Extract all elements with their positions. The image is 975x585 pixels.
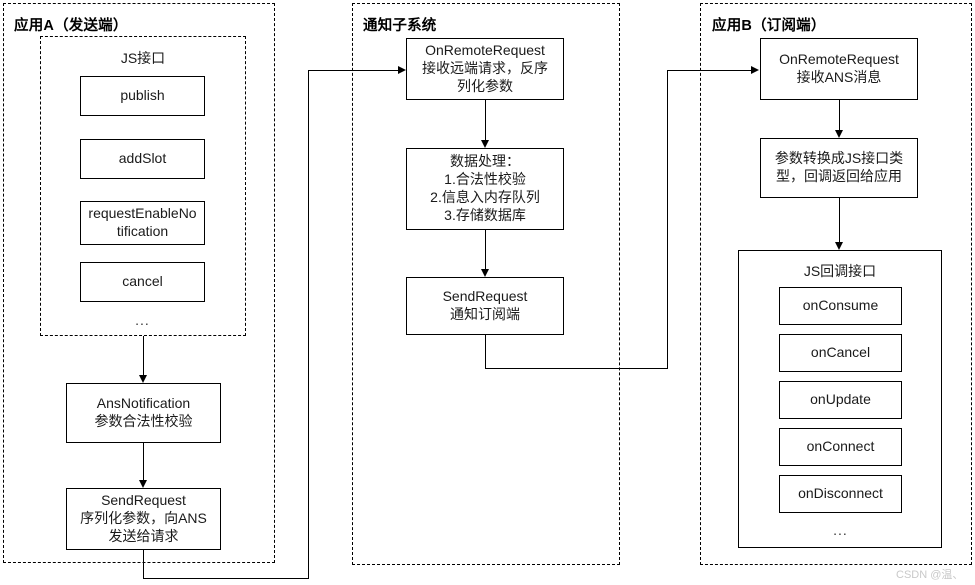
js-callback-item-onconsume[interactable]: onConsume — [779, 287, 902, 325]
edge-dataprocess-to-sendrequest — [485, 230, 486, 269]
panel-notification-subsystem — [352, 3, 620, 565]
node-param-convert[interactable]: 参数转换成JS接口类 型，回调返回给应用 — [760, 138, 918, 198]
edge-a-to-sub-segment-right — [143, 578, 309, 579]
edge-a-to-sub-segment-up — [308, 70, 309, 578]
js-callback-item-onconnect[interactable]: onConnect — [779, 428, 902, 466]
edge-sub-to-b-segment-down — [485, 335, 486, 368]
group-js-interface — [40, 36, 246, 336]
edge-a-to-sub-segment-enter — [308, 70, 401, 71]
arrow-js-interface-to-ans — [138, 375, 147, 383]
node-data-process[interactable]: 数据处理： 1.合法性校验 2.信息入内存队列 3.存储数据库 — [406, 148, 564, 230]
js-callback-item-oncancel[interactable]: onCancel — [779, 334, 902, 372]
js-callback-more: ... — [833, 522, 848, 538]
arrow-paramconvert-to-callbacks — [834, 242, 843, 250]
arrow-ans-to-send-request-a — [138, 480, 147, 488]
panel-app-a-title: 应用A（发送端） — [14, 18, 128, 34]
panel-app-a — [3, 3, 275, 563]
js-interface-item-cancel[interactable]: cancel — [80, 262, 205, 302]
edge-remoteb-to-paramconvert — [839, 100, 840, 130]
edge-sub-to-b-segment-right — [485, 368, 668, 369]
edge-js-interface-to-ans — [143, 336, 144, 375]
js-interface-more: ... — [135, 312, 150, 328]
arrow-remote-to-dataprocess — [480, 140, 489, 148]
arrow-a-to-sub — [398, 65, 406, 74]
js-callback-item-ondisconnect[interactable]: onDisconnect — [779, 475, 902, 513]
arrow-dataprocess-to-sendrequest — [480, 269, 489, 277]
panel-app-b-title: 应用B（订阅端） — [712, 18, 826, 34]
arrow-sub-to-b — [751, 65, 759, 74]
panel-app-b — [700, 3, 972, 565]
edge-sub-to-b-segment-up — [667, 70, 668, 368]
edge-paramconvert-to-callbacks — [839, 198, 840, 242]
node-ans-notification[interactable]: AnsNotification 参数合法性校验 — [66, 383, 221, 443]
js-interface-item-publish[interactable]: publish — [80, 76, 205, 116]
node-on-remote-request-sub[interactable]: OnRemoteRequest 接收远端请求，反序 列化参数 — [406, 38, 564, 100]
edge-ans-to-send-request-a — [143, 443, 144, 480]
js-interface-item-addslot[interactable]: addSlot — [80, 139, 205, 179]
js-interface-item-requestenablenotification[interactable]: requestEnableNo tification — [80, 201, 205, 245]
group-js-callback-interface-title: JS回调接口 — [803, 263, 877, 279]
watermark: CSDN @温、 — [896, 569, 964, 581]
group-js-interface-title: JS接口 — [120, 50, 166, 66]
edge-sub-to-b-segment-enter — [667, 70, 754, 71]
edge-remote-to-dataprocess — [485, 100, 486, 140]
panel-notification-subsystem-title: 通知子系统 — [363, 18, 437, 34]
node-send-request-sub[interactable]: SendRequest 通知订阅端 — [406, 277, 564, 335]
node-on-remote-request-b[interactable]: OnRemoteRequest 接收ANS消息 — [760, 38, 918, 100]
js-callback-item-onupdate[interactable]: onUpdate — [779, 381, 902, 419]
edge-a-to-sub-segment-down — [143, 550, 144, 578]
node-send-request-a[interactable]: SendRequest 序列化参数，向ANS 发送给请求 — [66, 488, 221, 550]
arrow-remoteb-to-paramconvert — [834, 130, 843, 138]
group-js-callback-interface — [738, 250, 942, 548]
